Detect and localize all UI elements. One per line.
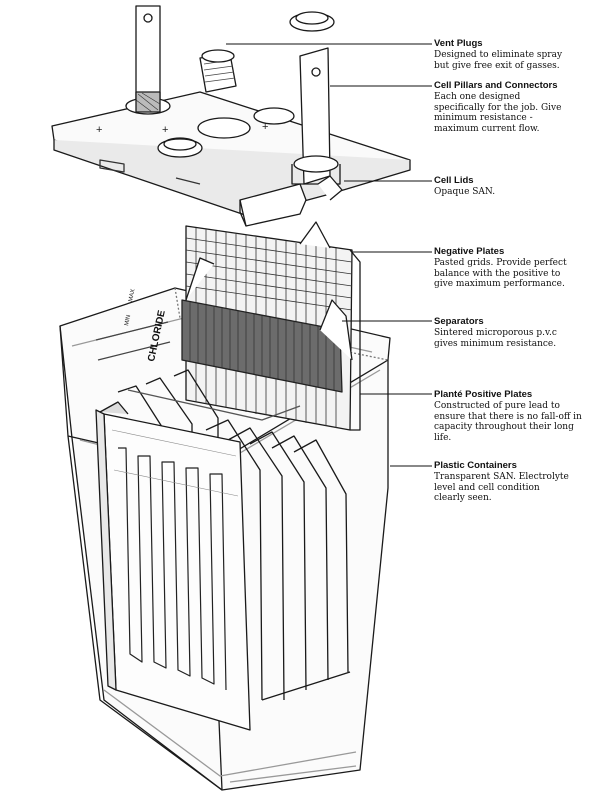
label-title: Cell Lids [434, 175, 474, 186]
label-vent-plugs: Vent Plugs Designed to eliminate spray b… [434, 38, 596, 71]
label-cell-lids: Cell Lids Opaque SAN. [434, 175, 596, 198]
label-title: Vent Plugs [434, 38, 483, 49]
separator-sheet [181, 257, 353, 393]
label-title: Separators [434, 316, 484, 327]
min-mark: MIN [124, 314, 132, 326]
cell-lid: + + + [51, 91, 411, 217]
leader-lines [226, 43, 432, 467]
plus-mark: + [162, 124, 168, 136]
label-separators: Separators Sintered microporous p.v.c gi… [434, 316, 596, 349]
label-negative-plates: Negative Plates Pasted grids. Provide pe… [434, 246, 596, 290]
label-cell-pillars: Cell Pillars and Connectors Each one des… [434, 80, 596, 134]
label-description: Pasted grids. Provide perfect balance wi… [434, 258, 567, 289]
max-mark: MAX [128, 288, 137, 302]
label-description: Transparent SAN. Electrolyte level and c… [434, 472, 569, 503]
label-plastic-containers: Plastic Containers Transparent SAN. Elec… [434, 460, 596, 504]
label-title: Planté Positive Plates [434, 389, 533, 400]
label-title: Plastic Containers [434, 460, 517, 471]
plus-mark: + [96, 124, 102, 136]
label-title: Cell Pillars and Connectors [434, 80, 558, 91]
label-plante-positive-plates: Planté Positive Plates Constructed of pu… [434, 389, 596, 443]
plus-mark: + [262, 121, 268, 133]
cell-pillar-connector-right [239, 47, 343, 227]
label-title: Negative Plates [434, 246, 505, 257]
label-description: Constructed of pure lead to ensure that … [434, 401, 582, 443]
cell-pillar-left [125, 5, 171, 115]
label-description: Sintered microporous p.v.c gives minimum… [434, 328, 557, 349]
vent-plug-top [289, 11, 335, 32]
vent-plug-lower [199, 49, 237, 93]
label-description: Each one designed specifically for the j… [434, 92, 562, 134]
label-description: Opaque SAN. [434, 187, 496, 197]
label-description: Designed to eliminate spray but give fre… [434, 50, 563, 71]
plante-positive-plate [95, 401, 251, 731]
